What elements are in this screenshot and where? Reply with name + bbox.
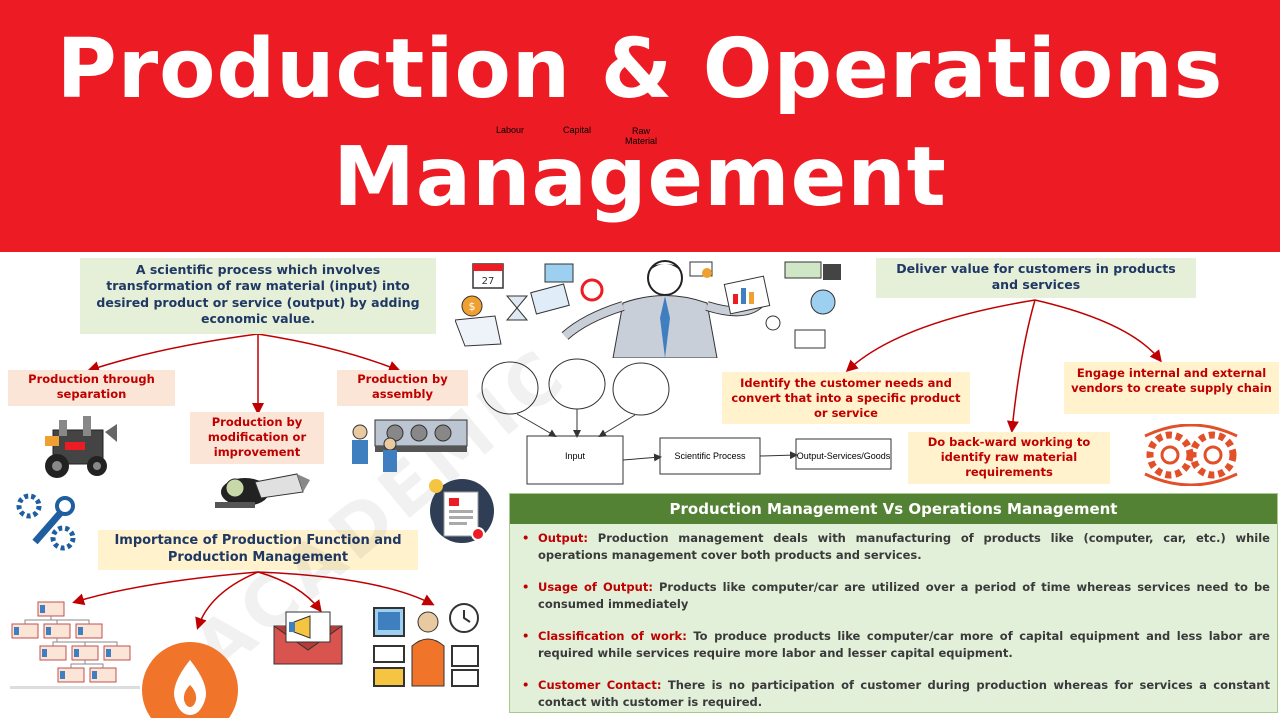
businessman-icon: 27 $ (455, 260, 841, 358)
process-input-capital: Capital (562, 125, 591, 135)
comparison-item-output: • Output: Production management deals wi… (522, 531, 1270, 562)
connector-arrows (72, 299, 1162, 630)
worker-tools-icon (373, 603, 479, 687)
document-idea-icon (429, 479, 494, 543)
calendar-day: 27 (482, 276, 495, 287)
process-input-raw-material: Raw Material (624, 126, 657, 146)
production-separation-box: Production through separation (8, 370, 175, 406)
process-input-labour: Labour (495, 125, 525, 135)
backward-working-box: Do back-ward working to identify raw mat… (908, 432, 1110, 484)
importance-box: Importance of Production Function and Pr… (98, 530, 418, 570)
org-chart-icon (10, 601, 140, 689)
comparison-item-usage: • Usage of Output: Products like compute… (522, 580, 1270, 611)
identify-needs-box: Identify the customer needs and convert … (722, 372, 970, 424)
comparison-text: Production management deals with manufac… (538, 531, 1270, 562)
process-output-box: Output-Services/Goods (796, 451, 891, 461)
comparison-panel: Production Management Vs Operations Mana… (509, 493, 1278, 713)
title-line-1: Production & Operations (56, 22, 1224, 117)
production-assembly-box: Production by assembly (337, 370, 468, 406)
production-modification-box: Production by modification or improvemen… (190, 412, 324, 464)
fire-icon (142, 642, 238, 718)
comparison-item-contact: • Customer Contact: There is no particip… (522, 678, 1270, 709)
process-scientific-box: Scientific Process (674, 451, 746, 461)
machinery-icon (45, 416, 117, 478)
gear-cycle-icon (1144, 424, 1238, 486)
comparison-term: Customer Contact: (538, 678, 662, 692)
process-input-box: Input (564, 451, 586, 461)
comparison-term: Classification of work: (538, 629, 687, 643)
deliver-value-box: Deliver value for customers in products … (876, 258, 1196, 298)
repair-icon (215, 473, 310, 508)
svg-text:$: $ (469, 300, 476, 313)
comparison-text: Products like computer/car are utilized … (538, 580, 1270, 611)
gear-wrench-icon (16, 493, 76, 551)
comparison-title: Production Management Vs Operations Mana… (510, 494, 1277, 524)
comparison-term: Usage of Output: (538, 580, 653, 594)
assembly-line-icon (352, 419, 468, 472)
email-megaphone-icon (273, 611, 343, 665)
comparison-term: Output: (538, 531, 588, 545)
comparison-text: There is no participation of customer du… (538, 678, 1270, 709)
engage-vendors-box: Engage internal and external vendors to … (1064, 362, 1279, 414)
comparison-item-classification: • Classification of work: To produce pro… (522, 629, 1270, 660)
comparison-text: To produce products like computer/car mo… (538, 629, 1270, 660)
definition-box: A scientific process which involves tran… (80, 258, 436, 334)
title-line-2: Management (333, 130, 947, 225)
title-banner: Production & Operations Management (0, 0, 1280, 252)
